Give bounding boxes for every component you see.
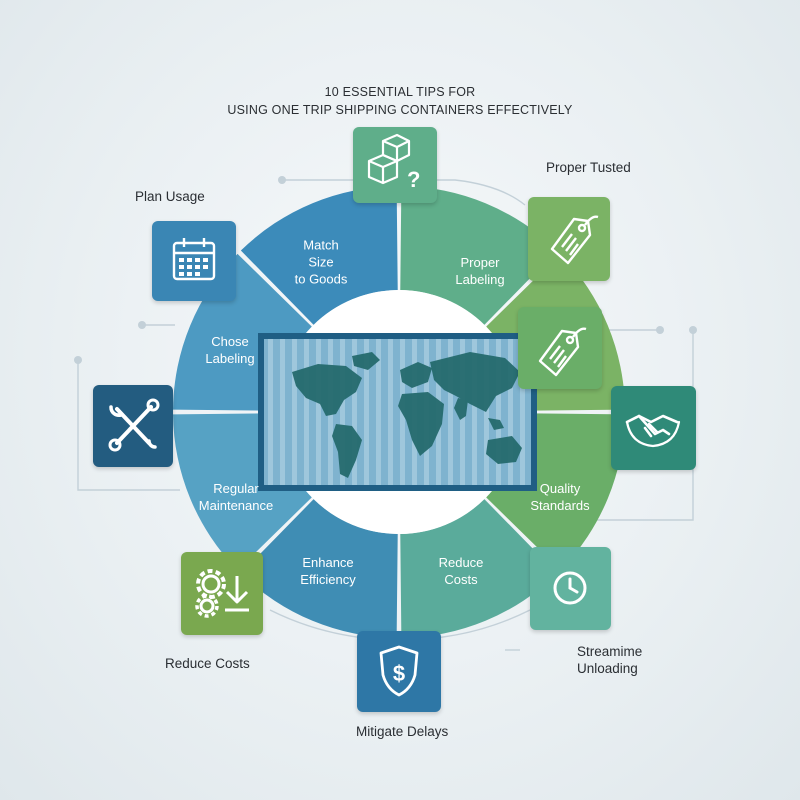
segment-label-quality-standards: Quality Standards bbox=[530, 480, 589, 514]
segment-text-line: Standards bbox=[530, 498, 590, 513]
container-stripe bbox=[376, 339, 381, 485]
title-line-2: USING ONE TRIP SHIPPING CONTAINERS EFFEC… bbox=[227, 103, 573, 117]
clock-icon bbox=[530, 547, 611, 630]
ring-segment-chose-labeling bbox=[240, 186, 398, 325]
segment-text-line: Regular bbox=[213, 481, 259, 496]
segment-text-line: Chose bbox=[211, 334, 249, 349]
price-tag-icon bbox=[528, 197, 610, 281]
wrench-screwdriver-icon bbox=[93, 385, 173, 467]
segment-text-line: Match bbox=[303, 237, 339, 253]
title-line-1: 10 ESSENTIAL TIPS FOR bbox=[324, 85, 476, 99]
calendar-icon bbox=[152, 221, 236, 301]
segment-label-chose-labeling: Chose Labeling bbox=[205, 333, 254, 367]
segment-text-line: Costs bbox=[444, 572, 478, 587]
container-stripe bbox=[304, 339, 309, 485]
ring-segment-match-size bbox=[400, 186, 558, 325]
segment-text-line: Enhance bbox=[302, 555, 354, 570]
container-stripe bbox=[292, 339, 297, 485]
price-tag-icon bbox=[518, 307, 602, 389]
container-stripe bbox=[472, 339, 477, 485]
container-stripe bbox=[484, 339, 489, 485]
label-mitigate-delays: Mitigate Delays bbox=[356, 724, 449, 739]
container-stripe bbox=[388, 339, 393, 485]
segment-text-line: Labeling bbox=[455, 272, 505, 287]
svg-text:$: $ bbox=[393, 661, 405, 686]
label-plan-usage: Plan Usage bbox=[135, 189, 205, 204]
container-stripe bbox=[316, 339, 321, 485]
boxes-question-icon: ? bbox=[353, 127, 437, 203]
gears-download-icon bbox=[181, 552, 263, 635]
page-title: 10 ESSENTIAL TIPS FOR USING ONE TRIP SHI… bbox=[0, 83, 800, 119]
segment-label-enhance-efficiency: Enhance Efficiency bbox=[300, 554, 355, 588]
container-stripe bbox=[448, 339, 453, 485]
ring-segment-quality-standards bbox=[400, 499, 558, 638]
label-line: Unloading bbox=[577, 661, 638, 676]
segment-text-line: Size bbox=[308, 254, 334, 270]
container-stripe bbox=[340, 339, 345, 485]
label-line: Streamime bbox=[577, 644, 643, 659]
handshake-icon bbox=[611, 386, 696, 470]
segment-label-match-size: Match Size to Goods bbox=[295, 237, 348, 288]
label-proper-tusted: Proper Tusted bbox=[546, 160, 631, 175]
container-stripe bbox=[268, 339, 273, 485]
segment-text-line: to Goods bbox=[294, 271, 348, 287]
container-stripe bbox=[364, 339, 369, 485]
container-stripe bbox=[508, 339, 513, 485]
ring-segment-reduce-costs-seg bbox=[240, 499, 398, 638]
world-map-container-icon bbox=[258, 333, 537, 491]
segment-label-proper-labeling: Proper Labeling bbox=[455, 254, 504, 288]
segment-text-line: Efficiency bbox=[300, 572, 356, 587]
segment-label-reduce-costs: Reduce Costs bbox=[439, 554, 484, 588]
segment-text-line: Reduce bbox=[438, 555, 484, 570]
container-stripe bbox=[520, 339, 525, 485]
container-stripe bbox=[496, 339, 501, 485]
segment-text-line: Labeling bbox=[205, 351, 255, 366]
container-stripe bbox=[280, 339, 285, 485]
segment-text-line: Maintenance bbox=[198, 498, 274, 513]
segment-text-line: Quality bbox=[539, 481, 581, 496]
shield-dollar-icon: $ bbox=[357, 631, 441, 712]
segment-label-regular-maintenance: Regular Maintenance bbox=[199, 480, 273, 514]
container-stripe bbox=[352, 339, 357, 485]
svg-text:?: ? bbox=[407, 167, 420, 192]
segment-text-line: Proper bbox=[460, 255, 500, 270]
label-streamime-unloading: Streamime Unloading bbox=[577, 643, 642, 677]
connector-dots bbox=[74, 176, 697, 364]
label-reduce-costs: Reduce Costs bbox=[165, 656, 250, 671]
